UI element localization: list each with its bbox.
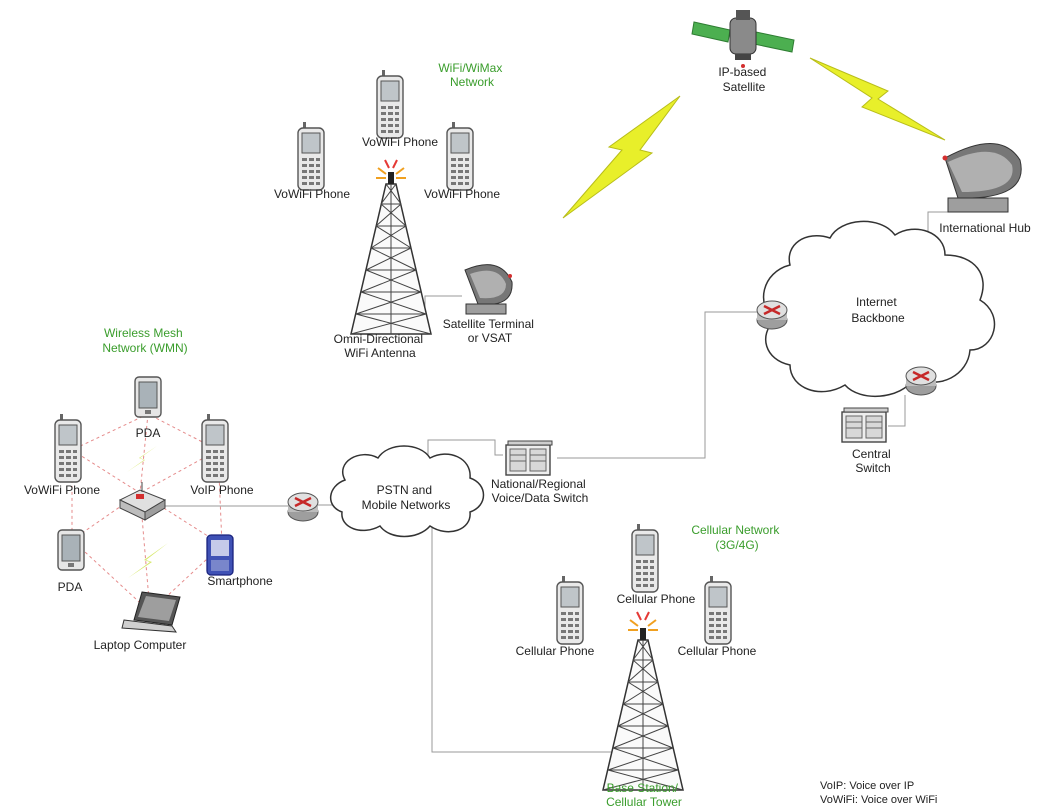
base-station-label: Base Station/ Cellular Tower <box>606 781 682 809</box>
link-national-backbone <box>557 311 757 459</box>
lightning-bolt-mesh-bottom <box>128 543 168 578</box>
vowifi-phone-top-label: VoWiFi Phone <box>362 135 438 149</box>
backbone-router-icon-right <box>904 365 938 397</box>
satellite-terminal-icon <box>464 264 513 315</box>
internet-backbone-cloud <box>762 220 996 397</box>
mesh-voip-phone-label: VoIP Phone <box>190 483 253 497</box>
cell-phone-top-label: Cellular Phone <box>617 592 696 606</box>
cell-phone-right-label: Cellular Phone <box>678 644 757 658</box>
satellite-label: IP-based Satellite <box>718 65 769 94</box>
smartphone-label: Smartphone <box>207 574 273 588</box>
international-hub-label: International Hub <box>939 221 1031 235</box>
mesh-pda-top-icon <box>134 376 162 418</box>
abbreviation-legend: VoIP: Voice over IP VoWiFi: Voice over W… <box>820 780 937 806</box>
cell-phone-right-icon <box>704 575 732 645</box>
wireless-link-bolts <box>127 57 946 578</box>
pstn-cloud <box>330 445 485 538</box>
cell-phone-top-icon <box>631 523 659 593</box>
link-pstn-national <box>427 439 503 456</box>
vowifi-phone-left-icon <box>297 121 325 191</box>
mesh-vowifi-phone-label: VoWiFi Phone <box>24 483 100 497</box>
wifi-wimax-network-label: WiFi/WiMax Network <box>438 61 505 89</box>
omni-directional-antenna-label: Omni-Directional WiFi Antenna <box>334 332 427 360</box>
signal-waves-cellular <box>628 611 658 631</box>
national-switch-icon <box>505 440 553 476</box>
vowifi-phone-right-icon <box>446 121 474 191</box>
lightning-bolt-mesh-top <box>127 446 157 472</box>
lightning-bolt-satellite-right <box>809 57 946 141</box>
vowifi-phone-left-label: VoWiFi Phone <box>274 187 350 201</box>
omni-directional-antenna-icon <box>350 171 432 335</box>
lightning-bolt-satellite-left <box>562 95 681 219</box>
links <box>165 211 955 753</box>
pstn-router-icon <box>286 491 320 523</box>
link-backbone-switch <box>888 395 906 427</box>
link-pstn-basestation <box>431 525 617 753</box>
central-switch-icon <box>841 407 889 443</box>
satellite-dish-icon <box>942 143 1022 213</box>
cellular-network-label: Cellular Network (3G/4G) <box>691 523 782 552</box>
mesh-vowifi-phone-icon <box>54 413 82 483</box>
cell-phone-left-icon <box>556 575 584 645</box>
satellite-terminal-label: Satellite Terminal or VSAT <box>443 317 538 345</box>
mesh-pda-bottom-label: PDA <box>58 580 83 594</box>
smartphone-icon <box>206 534 234 576</box>
mesh-router-icon <box>118 482 167 521</box>
laptop-icon <box>121 591 181 633</box>
base-station-tower-icon <box>602 627 684 791</box>
internet-backbone-label: Internet Backbone <box>851 295 905 325</box>
vowifi-phone-right-label: VoWiFi Phone <box>424 187 500 201</box>
mesh-pda-top-label: PDA <box>136 426 161 440</box>
vowifi-phone-top-icon <box>376 69 404 139</box>
national-switch-label: National/Regional Voice/Data Switch <box>491 477 589 505</box>
link-satterminal-antenna <box>424 295 462 316</box>
laptop-label: Laptop Computer <box>94 638 187 652</box>
satellite-icon <box>691 10 795 68</box>
central-switch-label: Central Switch <box>852 447 894 475</box>
mesh-pda-bottom-icon <box>57 529 85 571</box>
pstn-label: PSTN and Mobile Networks <box>362 483 451 512</box>
backbone-router-icon-left <box>755 299 789 331</box>
wireless-mesh-network-label: Wireless Mesh Network (WMN) <box>102 326 187 355</box>
cell-phone-left-label: Cellular Phone <box>516 644 595 658</box>
mesh-voip-phone-icon <box>201 413 229 483</box>
signal-waves-wifi <box>376 159 406 179</box>
